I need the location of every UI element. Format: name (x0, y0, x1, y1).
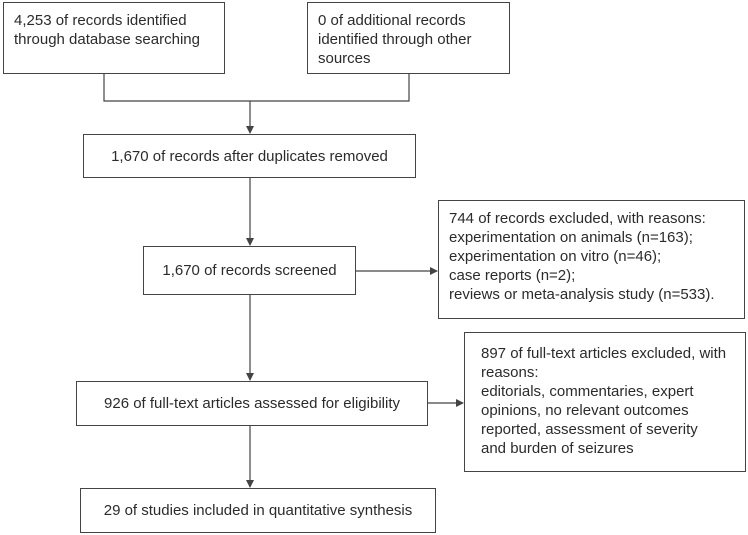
full-text-assessed-box: 926 of full-text articles assessed for e… (76, 381, 428, 426)
records-excluded-screening-box: 744 of records excluded, with reasons: e… (438, 200, 745, 319)
merge-line (103, 74, 410, 102)
records-after-duplicates-box: 1,670 of records after duplicates remove… (83, 134, 416, 178)
records-identified-database-box: 4,253 of records identified through data… (3, 2, 225, 74)
studies-included-box: 29 of studies included in quantitative s… (80, 488, 436, 533)
records-screened-box: 1,670 of records screened (143, 246, 356, 295)
full-text-excluded-box: 897 of full-text articles excluded, with… (464, 332, 746, 472)
records-identified-other-box: 0 of additional records identified throu… (307, 2, 510, 74)
